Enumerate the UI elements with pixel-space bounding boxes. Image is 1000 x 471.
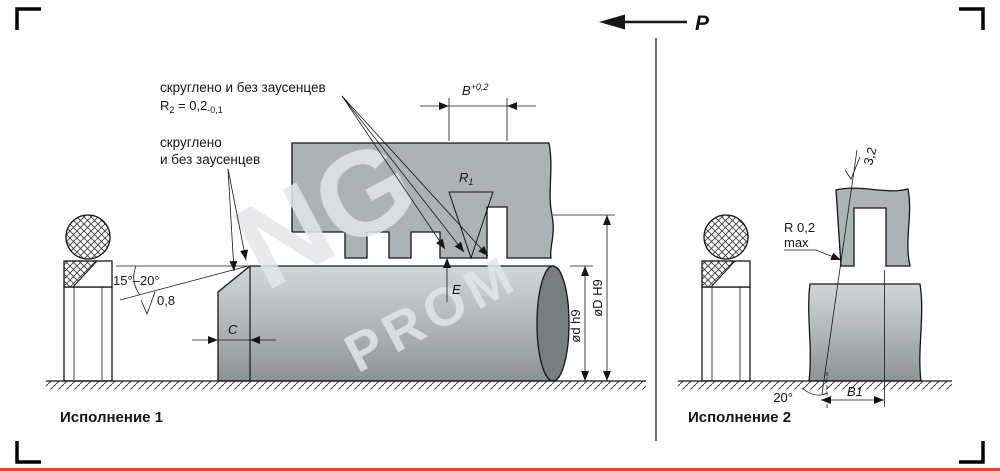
note2-leader-line	[227, 168, 238, 272]
chamfer-angle-annotation: 15°–20° 0,8	[113, 265, 249, 316]
r1-label: R1	[459, 170, 473, 187]
radius-note-line1: R 0,2	[784, 220, 815, 235]
note1-line1: скруглено и без заусенцев	[160, 80, 326, 95]
seal-cross-section-2	[701, 214, 751, 382]
note1-leader-line	[341, 95, 489, 257]
angle-arc	[133, 265, 141, 296]
groove-roughness-annotation: 3,2	[844, 145, 880, 180]
pressure-indicator: P	[599, 12, 710, 35]
shaft-end-face	[536, 265, 570, 382]
seal-sleeve-body	[63, 286, 113, 382]
version2-label: Исполнение 2	[688, 409, 791, 426]
axis-ground-line-left	[46, 380, 646, 390]
seal-cross-section-1	[63, 214, 113, 382]
housing-section	[291, 142, 554, 259]
b1-dimension: B1	[821, 270, 885, 407]
corner-mark-top-left	[15, 7, 41, 30]
c-dimension: C	[192, 322, 276, 344]
b-dim-label: B+0,2	[462, 82, 488, 98]
roughness-symbol	[140, 291, 156, 316]
bore-dia-label: øD H9	[590, 279, 605, 317]
e-dim-label: E	[452, 282, 461, 297]
b1-dim-label: B1	[847, 384, 863, 399]
version2-view: 3,2 R 0,2 max 20° B1 Исполнение 2	[678, 145, 952, 426]
radius-max-note: R 0,2 max	[784, 220, 842, 261]
note1-line2: R2 = 0,2-0,1	[160, 98, 223, 115]
chamfer-roughness-value: 0,8	[157, 293, 175, 308]
bottom-red-rule	[0, 468, 1000, 471]
groove-entry-slant-line	[821, 149, 858, 395]
b-dimension: B+0,2	[420, 82, 536, 141]
note2-line1: скруглено	[160, 135, 222, 150]
pressure-arrow-head	[599, 14, 625, 30]
groove-roughness-value: 3,2	[860, 145, 879, 166]
note1-leader-line	[341, 95, 465, 253]
note1-leader-line	[341, 95, 446, 250]
angle-chamfer-line	[119, 265, 249, 301]
groove-angle-label: 20°	[773, 390, 793, 405]
corner-mark-bottom-right	[959, 441, 985, 464]
note-rounded-chamfer: скруглено и без заусенцев	[160, 135, 260, 272]
seal-rubber-section	[63, 260, 99, 288]
ground-hatch	[678, 381, 952, 390]
corner-mark-top-right	[959, 7, 985, 30]
radius-note-line2: max	[784, 235, 809, 250]
ground-hatch	[46, 381, 646, 390]
corner-mark-bottom-left	[15, 441, 41, 464]
corner-marks	[15, 7, 985, 464]
shaft-dia-label: ød h9	[568, 309, 583, 342]
note2-line2: и без заусенцев	[160, 152, 260, 167]
chamfer-angle-label: 15°–20°	[113, 273, 160, 288]
axis-ground-line-right	[678, 380, 952, 390]
roughness-symbol	[844, 156, 861, 180]
shaft-diameter-dimension: ød h9	[568, 265, 593, 381]
pressure-label: P	[695, 12, 710, 35]
bore-diameter-dimension: øD H9	[553, 214, 615, 381]
note-rounded-groove: скруглено и без заусенцев R2 = 0,2-0,1	[160, 80, 489, 257]
version1-view: NG PROM скруглено и без заусенцев R2 = 0…	[46, 80, 646, 426]
c-dim-label: C	[228, 322, 238, 337]
housing-section-2	[835, 187, 911, 267]
o-ring-section	[65, 214, 111, 260]
radius-note-leader	[784, 249, 842, 261]
e-dimension: E	[443, 258, 461, 302]
version1-label: Исполнение 1	[60, 409, 163, 426]
angle-arc	[801, 387, 828, 396]
note2-leader-line	[227, 168, 248, 261]
